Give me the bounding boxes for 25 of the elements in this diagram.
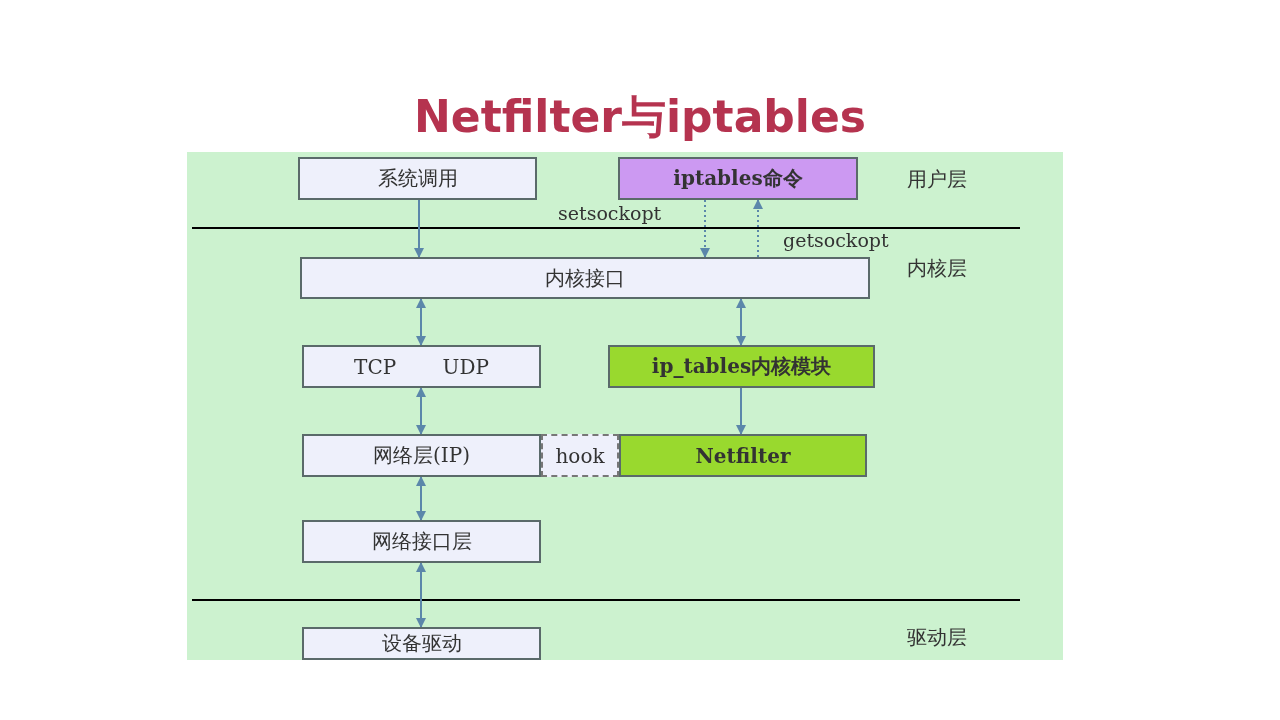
process-box: 内核接口 [300, 257, 870, 299]
title: Netfilter与iptables [414, 91, 866, 142]
arrow [416, 562, 426, 628]
arrow [416, 387, 426, 435]
layer-label: 用户层 [907, 166, 967, 193]
process-box: ip_tables内核模块 [608, 345, 875, 388]
arrow [736, 298, 746, 346]
arrow [414, 199, 424, 258]
layer-label: 内核层 [907, 255, 967, 282]
hook-box: hook [541, 434, 619, 477]
process-box: TCP UDP [302, 345, 541, 388]
arrow [700, 199, 710, 258]
process-box: 网络层(IP) [302, 434, 541, 477]
process-box: 系统调用 [298, 157, 537, 200]
arrow [753, 199, 763, 258]
arrow [736, 387, 746, 435]
edge-label: getsockopt [783, 229, 889, 251]
process-box: Netfilter [619, 434, 867, 477]
edge-label: setsockopt [558, 202, 662, 224]
layer-label: 驱动层 [907, 624, 967, 651]
arrow [416, 298, 426, 346]
process-box: iptables命令 [618, 157, 858, 200]
process-box: 网络接口层 [302, 520, 541, 563]
arrow [416, 476, 426, 521]
process-box: 设备驱动 [302, 627, 541, 660]
